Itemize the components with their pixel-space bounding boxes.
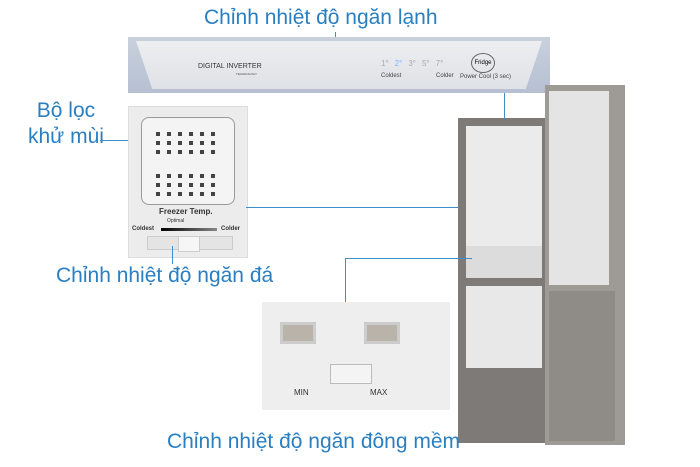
- deodorizer-filter: [141, 117, 235, 205]
- grill-hole: [211, 192, 215, 196]
- grill-hole: [178, 183, 182, 187]
- grill-hole: [178, 192, 182, 196]
- grill-hole: [167, 150, 171, 154]
- brand-sub: TECHNOLOGY: [236, 72, 258, 76]
- optimal-text: Optimal: [167, 218, 185, 224]
- grill-hole: [189, 192, 193, 196]
- grill-hole: [189, 174, 193, 178]
- deodorizer-label-1: Bộ lọc: [36, 99, 96, 122]
- pointer-line: [345, 258, 346, 302]
- temp-3[interactable]: 3°: [408, 59, 416, 68]
- grill-hole: [200, 150, 204, 154]
- colder-text: Colder: [221, 226, 241, 232]
- temp-scale: 1° 2° 3° 5° 7°: [381, 59, 443, 68]
- brand-logo: DIGITAL INVERTER: [198, 63, 262, 70]
- grill-hole: [178, 132, 182, 136]
- colder-text: Colder: [436, 73, 454, 79]
- temp-gradient: [161, 228, 217, 231]
- freezer-door: [549, 291, 615, 441]
- slider-knob[interactable]: [178, 236, 200, 252]
- min-text: MIN: [294, 388, 309, 397]
- freezer-control-panel: Freezer Temp. Optimal Coldest Colder: [128, 106, 248, 258]
- grill-hole: [156, 150, 160, 154]
- fridge-button[interactable]: Fridge: [471, 53, 495, 73]
- freezer-control-label: Chỉnh nhiệt độ ngăn đá: [56, 264, 274, 287]
- grill-hole: [156, 192, 160, 196]
- grill-hole: [200, 132, 204, 136]
- grill-hole: [211, 132, 215, 136]
- soft-freeze-control-label: Chỉnh nhiệt độ ngăn đông mềm: [167, 430, 461, 453]
- pointer-line: [172, 246, 173, 264]
- grill-hole: [167, 183, 171, 187]
- freezer-compartment: [466, 286, 542, 368]
- freezer-temp-title: Freezer Temp.: [159, 207, 213, 216]
- grill-hole: [167, 192, 171, 196]
- grill-hole: [156, 132, 160, 136]
- grill-hole: [178, 174, 182, 178]
- fridge-compartment: [466, 126, 542, 246]
- power-cool-text: Power Cool (3 sec): [460, 74, 512, 80]
- grill-hole: [211, 141, 215, 145]
- grill-hole: [189, 150, 193, 154]
- soft-freeze-slider[interactable]: [330, 364, 372, 384]
- grill-hole: [189, 141, 193, 145]
- grill-hole: [189, 132, 193, 136]
- grill-hole: [211, 150, 215, 154]
- deodorizer-label-2: khử mùi: [28, 125, 104, 148]
- grill-hole: [200, 192, 204, 196]
- temp-7[interactable]: 7°: [435, 59, 444, 68]
- freezer-slider[interactable]: [147, 236, 233, 252]
- grill-hole: [200, 141, 204, 145]
- coldest-text: Coldest: [132, 226, 155, 232]
- grill-hole: [167, 174, 171, 178]
- soft-freeze-drawer: [466, 246, 542, 278]
- soft-freeze-panel: MIN MAX: [262, 302, 450, 410]
- refrigerator-body: [458, 118, 548, 443]
- vent-right: [364, 322, 400, 344]
- temp-2[interactable]: 2°: [394, 59, 403, 68]
- grill-hole: [200, 183, 204, 187]
- coldest-text: Coldest: [381, 73, 402, 79]
- grill-hole: [156, 174, 160, 178]
- grill-hole: [156, 183, 160, 187]
- refrigerator-door: [545, 85, 625, 445]
- grill-hole: [200, 174, 204, 178]
- fridge-control-label: Chỉnh nhiệt độ ngăn lạnh: [204, 6, 438, 29]
- grill-hole: [211, 174, 215, 178]
- max-text: MAX: [370, 388, 388, 397]
- pointer-line: [246, 207, 472, 208]
- pointer-line: [345, 258, 472, 259]
- deodorizer-label: Bộ lọc khử mùi: [28, 98, 104, 150]
- temp-5[interactable]: 5°: [421, 59, 430, 68]
- grill-hole: [189, 183, 193, 187]
- fridge-control-panel: DIGITAL INVERTER TECHNOLOGY 1° 2° 3° 5° …: [128, 37, 550, 93]
- temp-1[interactable]: 1°: [381, 59, 389, 68]
- grill-hole: [167, 132, 171, 136]
- grill-hole: [167, 141, 171, 145]
- grill-hole: [178, 141, 182, 145]
- grill-hole: [156, 141, 160, 145]
- door-inner: [549, 91, 609, 285]
- grill-hole: [211, 183, 215, 187]
- vent-left: [280, 322, 316, 344]
- grill-hole: [178, 150, 182, 154]
